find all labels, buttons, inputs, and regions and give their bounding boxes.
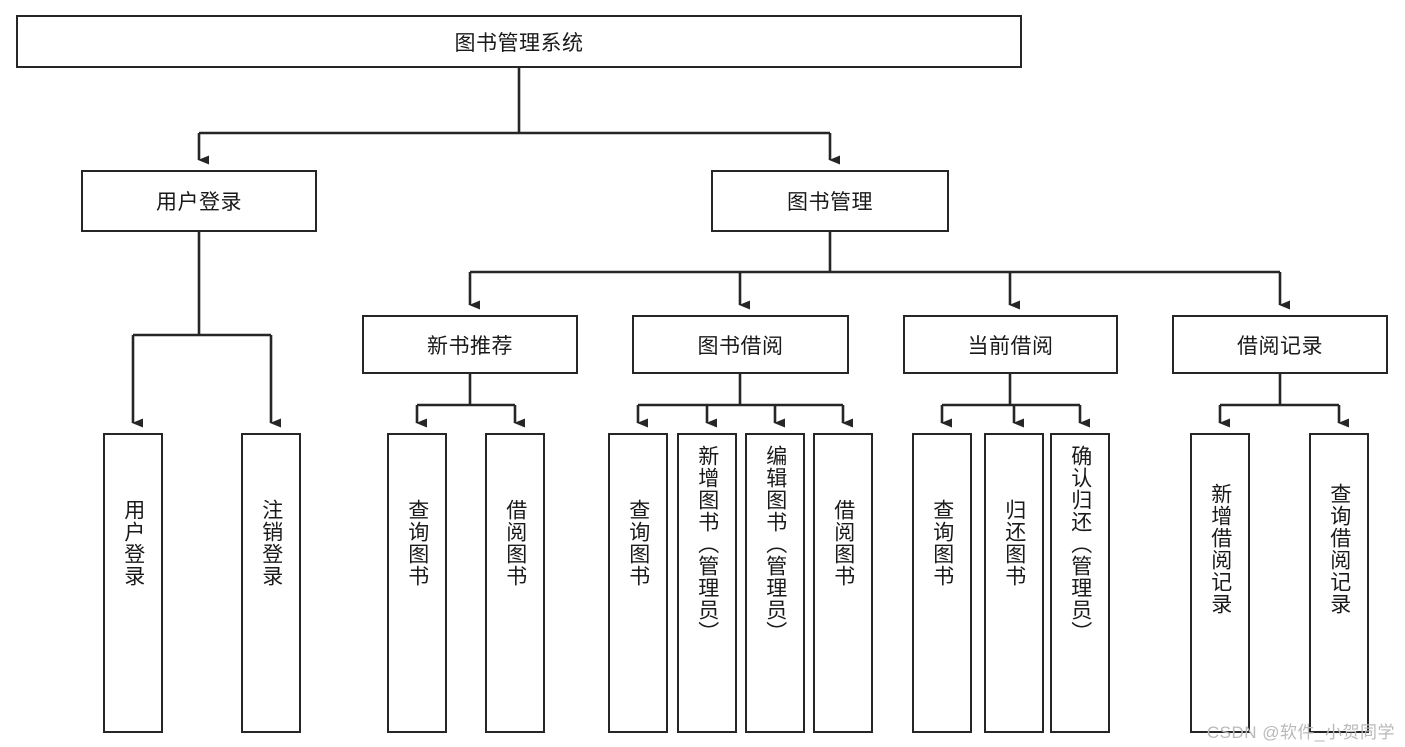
- node-leaf-confirm-return-label: 确认归还（管理员）: [1068, 445, 1092, 643]
- node-new-book-recommend[interactable]: 新书推荐: [362, 315, 578, 374]
- node-leaf-query-record-label: 查询借阅记录: [1327, 483, 1351, 615]
- node-leaf-query-book-2-label: 查询图书: [626, 499, 650, 587]
- node-book-manage-label: 图书管理: [787, 191, 873, 214]
- node-leaf-query-book-2[interactable]: 查询图书: [608, 433, 668, 733]
- node-leaf-borrow-book-2-label: 借阅图书: [831, 499, 855, 587]
- node-leaf-borrow-book-1-label: 借阅图书: [503, 499, 527, 587]
- node-book-borrow-label: 图书借阅: [697, 334, 784, 358]
- node-root-label: 图书管理系统: [454, 31, 584, 55]
- node-leaf-return-book[interactable]: 归还图书: [984, 433, 1044, 733]
- node-current-borrow[interactable]: 当前借阅: [903, 315, 1118, 374]
- node-leaf-borrow-book-1[interactable]: 借阅图书: [485, 433, 545, 733]
- node-leaf-logout-label: 注销登录: [259, 499, 283, 587]
- node-borrow-record-label: 借阅记录: [1237, 334, 1323, 358]
- node-book-borrow[interactable]: 图书借阅: [632, 315, 849, 374]
- node-leaf-query-book-3[interactable]: 查询图书: [912, 433, 972, 733]
- node-book-manage[interactable]: 图书管理: [711, 170, 949, 232]
- node-leaf-query-book-1[interactable]: 查询图书: [387, 433, 447, 733]
- node-leaf-edit-book-label: 编辑图书（管理员）: [763, 445, 787, 643]
- node-new-book-recommend-label: 新书推荐: [427, 334, 513, 358]
- node-leaf-add-book[interactable]: 新增图书（管理员）: [677, 433, 737, 733]
- node-leaf-edit-book[interactable]: 编辑图书（管理员）: [745, 433, 805, 733]
- node-leaf-add-record[interactable]: 新增借阅记录: [1190, 433, 1250, 733]
- node-user-login[interactable]: 用户登录: [81, 170, 317, 232]
- node-leaf-logout[interactable]: 注销登录: [241, 433, 301, 733]
- node-leaf-borrow-book-2[interactable]: 借阅图书: [813, 433, 873, 733]
- node-leaf-add-book-label: 新增图书（管理员）: [695, 445, 719, 643]
- csdn-watermark: CSDN @软件_小贺同学: [1206, 723, 1395, 742]
- node-user-login-label: 用户登录: [156, 191, 242, 214]
- node-borrow-record[interactable]: 借阅记录: [1172, 315, 1388, 374]
- node-leaf-query-record[interactable]: 查询借阅记录: [1309, 433, 1369, 733]
- node-leaf-add-record-label: 新增借阅记录: [1208, 483, 1232, 615]
- node-leaf-confirm-return[interactable]: 确认归还（管理员）: [1050, 433, 1110, 733]
- node-root[interactable]: 图书管理系统: [16, 15, 1022, 68]
- node-leaf-query-book-1-label: 查询图书: [405, 499, 429, 587]
- node-leaf-user-login-label: 用户登录: [121, 499, 145, 587]
- node-current-borrow-label: 当前借阅: [967, 334, 1054, 358]
- node-leaf-return-book-label: 归还图书: [1002, 499, 1026, 587]
- node-leaf-query-book-3-label: 查询图书: [930, 499, 954, 587]
- node-leaf-user-login[interactable]: 用户登录: [103, 433, 163, 733]
